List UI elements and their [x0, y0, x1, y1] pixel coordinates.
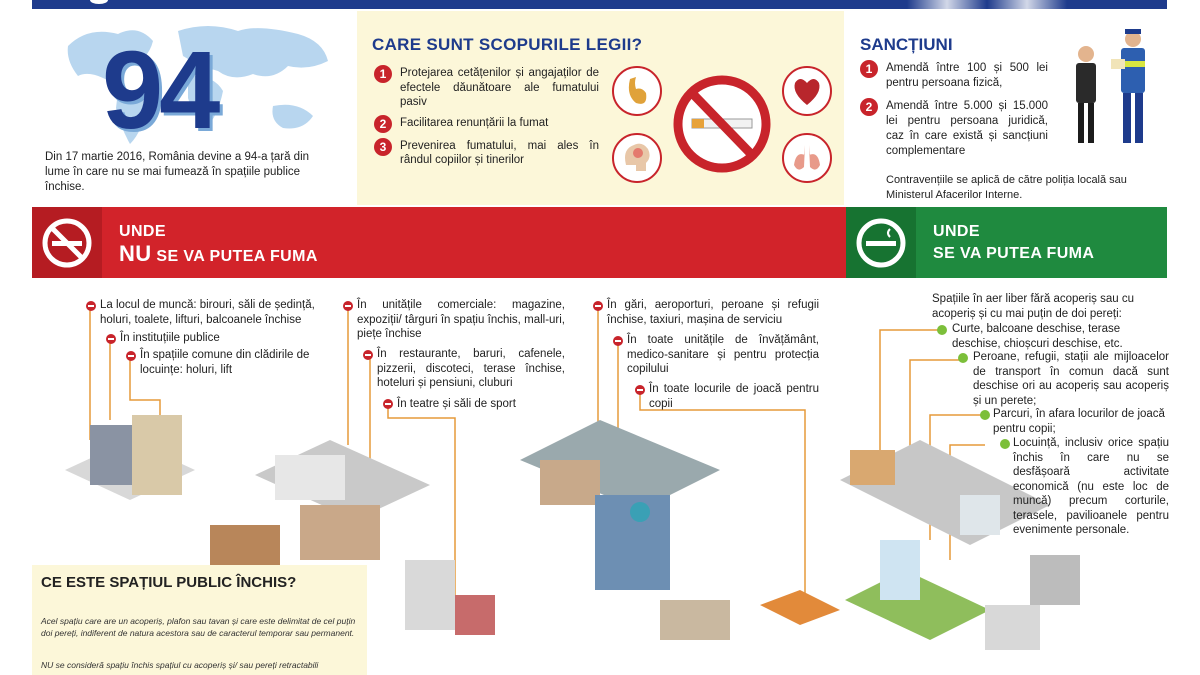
no-smoking-icon: [42, 218, 92, 268]
law-purposes-title: CARE SUNT SCOPURILE LEGII?: [372, 35, 643, 54]
no-smoking-stations: În gări, aeroporturi, peroane și refugii…: [607, 299, 819, 326]
closed-space-panel: CE ESTE SPAȚIUL PUBLIC ÎNCHIS? Acel spaț…: [32, 565, 367, 675]
sanctions-note: Contravențiile se aplică de către poliți…: [886, 174, 1127, 201]
smoking-allowed-home: Locuință, inclusiv orice spațiu închis î…: [1013, 437, 1169, 536]
smoking-allowed-banner: UNDE SE VA PUTEA FUMA: [846, 207, 1167, 278]
health-icons-illustration: [612, 66, 832, 183]
smoking-allowed-banner-title: UNDE SE VA PUTEA FUMA: [933, 221, 1094, 265]
station-buildings: [520, 420, 840, 640]
smoking-allowed-bullet: [980, 410, 990, 420]
sanctions-list: 1 Amendă între 100 și 500 lei pentru per…: [860, 60, 1048, 167]
no-smoking-icon: [673, 75, 771, 173]
no-smoking-education: În toate unitățile de învățământ, medico…: [627, 334, 819, 375]
closed-space-definition: Acel spațiu care are un acoperiș, plafon…: [41, 616, 356, 638]
list-item-text: Prevenirea fumatului, mai ales în rândul…: [400, 139, 599, 167]
banner-icon-box: [32, 207, 102, 278]
list-item: 2 Amendă între 5.000 și 15.000 lei pentr…: [860, 98, 1048, 159]
smoking-allowed-parks: Parcuri, în afara locurilor de joacă pen…: [993, 408, 1165, 435]
stomach-icon: [612, 66, 662, 116]
no-smoking-work: La locul de muncă: birouri, săli de ședi…: [100, 299, 315, 326]
country-rank-number: 94: [102, 29, 220, 152]
no-smoking-bullet: [126, 351, 136, 361]
smoking-allowed-courtyards: Curte, balcoane deschise, terase deschis…: [952, 323, 1123, 350]
number-badge: 2: [374, 114, 392, 133]
banner-emphasis: NU: [119, 241, 152, 266]
sanctions-title: SANCȚIUNI: [860, 35, 953, 54]
no-smoking-bullet: [383, 399, 393, 409]
city-illustration: [65, 305, 1080, 650]
top-bar: [32, 0, 1167, 9]
smoking-allowed-intro: Spațiile în aer liber fără acoperiș sau …: [932, 293, 1134, 320]
no-smoking-theatres: În teatre și săli de sport: [397, 398, 516, 410]
heart-icon: [782, 66, 832, 116]
number-badge: 1: [374, 65, 392, 83]
no-smoking-bullet: [635, 385, 645, 395]
no-smoking-bullet: [613, 336, 623, 346]
no-smoking-residential: În spațiile comune din clădirile de locu…: [140, 349, 310, 376]
no-smoking-bullet: [343, 301, 353, 311]
no-smoking-banner: UNDE NU SE VA PUTEA FUMA: [32, 207, 846, 278]
police-officer-illustration: [1076, 29, 1145, 143]
banner-line2: SE VA PUTEA FUMA: [933, 245, 1095, 262]
list-item: 3 Prevenirea fumatului, mai ales în rând…: [374, 137, 599, 168]
banner-line1: UNDE: [933, 223, 980, 240]
intro-block: 94 Din 17 martie 2016, România devine a …: [40, 14, 350, 204]
no-smoking-banner-title: UNDE NU SE VA PUTEA FUMA: [119, 221, 318, 268]
list-item-text: Amendă între 5.000 și 15.000 lei pentru …: [886, 100, 1048, 157]
no-smoking-bullet: [593, 301, 603, 311]
no-smoking-playgrounds: În toate locurile de joacă pentru copii: [649, 383, 819, 410]
closed-space-title: CE ESTE SPAȚIUL PUBLIC ÎNCHIS?: [41, 574, 297, 591]
number-badge: 2: [860, 98, 878, 116]
closed-space-exclusion: NU se consideră spațiu închis spațiul cu…: [41, 660, 319, 670]
sanctions-panel: SANCȚIUNI 1 Amendă între 100 și 500 lei …: [846, 11, 1167, 205]
banner-line2-rest: SE VA PUTEA FUMA: [151, 248, 318, 265]
intro-text: Din 17 martie 2016, România devine a 94-…: [45, 151, 310, 193]
no-smoking-restaurants: În restaurante, baruri, cafenele, pizzer…: [377, 348, 565, 389]
no-smoking-bullet: [86, 301, 96, 311]
law-purposes-panel: CARE SUNT SCOPURILE LEGII? 1 Protejarea …: [357, 11, 844, 205]
law-purposes-list: 1 Protejarea cetățenilor și angajaților …: [374, 65, 599, 174]
lungs-icon: [782, 133, 832, 183]
header-decoration: [907, 0, 1107, 9]
no-smoking-institutions: În instituțiile publice: [120, 332, 220, 344]
list-item-text: Protejarea cetățenilor și angajaților de…: [400, 67, 599, 108]
world-map-illustration: [67, 26, 328, 144]
smoking-allowed-bullet: [937, 325, 947, 335]
brain-icon: [612, 133, 662, 183]
smoking-allowed-bullet: [958, 353, 968, 363]
banner-icon-box: [846, 207, 916, 278]
list-item-text: Facilitarea renunțării la fumat: [400, 116, 549, 129]
banner-line2: NU SE VA PUTEA FUMA: [119, 243, 318, 268]
mall-buildings: [210, 440, 495, 635]
smoking-allowed-icon: [856, 218, 906, 268]
list-item: 1 Protejarea cetățenilor și angajaților …: [374, 65, 599, 110]
logo: [88, 0, 110, 6]
number-badge: 1: [860, 60, 878, 78]
civilian-figure: [1076, 46, 1096, 143]
office-buildings: [65, 415, 195, 500]
no-smoking-bullet: [363, 350, 373, 360]
smoking-allowed-platforms: Peroane, refugii, stații ale mijloacelor…: [973, 351, 1169, 407]
no-smoking-commercial: În unitățile comerciale: magazine, expoz…: [357, 299, 565, 340]
number-badge: 3: [374, 137, 392, 156]
open-area-buildings: [840, 440, 1080, 650]
smoking-allowed-bullet: [1000, 439, 1010, 449]
officer-figure: [1111, 29, 1145, 143]
list-item-text: Amendă între 100 și 500 lei pentru perso…: [886, 62, 1048, 89]
banner-line1: UNDE: [119, 223, 166, 240]
no-smoking-bullet: [106, 334, 116, 344]
list-item: 1 Amendă între 100 și 500 lei pentru per…: [860, 60, 1048, 91]
list-item: 2 Facilitarea renunțării la fumat: [374, 114, 599, 133]
